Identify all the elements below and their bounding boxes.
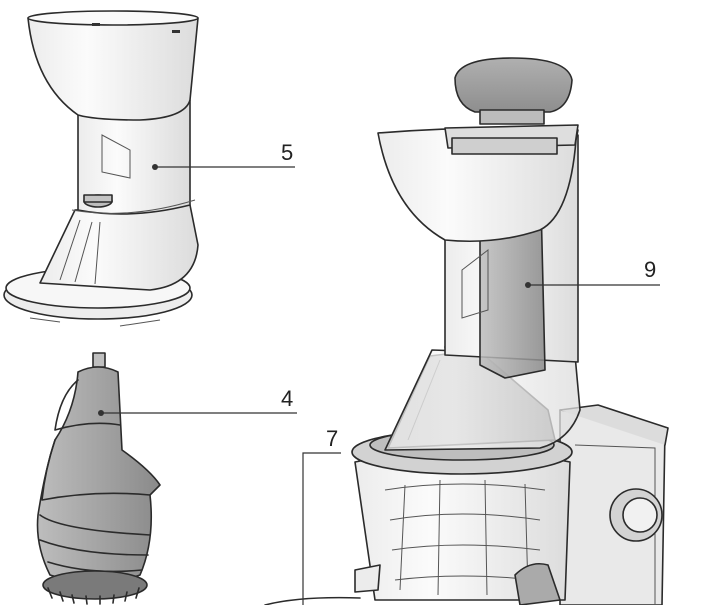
callout-label-hopper: 5	[281, 140, 293, 165]
auger-part	[36, 352, 161, 605]
hopper-cone	[39, 204, 199, 291]
hopper-part	[3, 10, 199, 327]
auger-body	[36, 366, 161, 584]
callout-assembled: 9	[525, 257, 660, 288]
callout-label-bowl: 7	[326, 426, 338, 451]
callout-label-assembled: 9	[644, 257, 656, 282]
callout-bowl: 7	[302, 426, 341, 605]
callout-hopper: 5	[152, 140, 295, 170]
auger-shaft-tip	[92, 352, 106, 368]
pusher-cap	[454, 57, 573, 113]
hopper-tube	[77, 99, 191, 215]
callout-label-auger: 4	[281, 386, 293, 411]
auger-gear-base	[42, 570, 148, 600]
hopper-top-bowl	[27, 10, 199, 121]
callout-auger: 4	[98, 386, 297, 416]
assembled-juicer	[264, 57, 669, 605]
